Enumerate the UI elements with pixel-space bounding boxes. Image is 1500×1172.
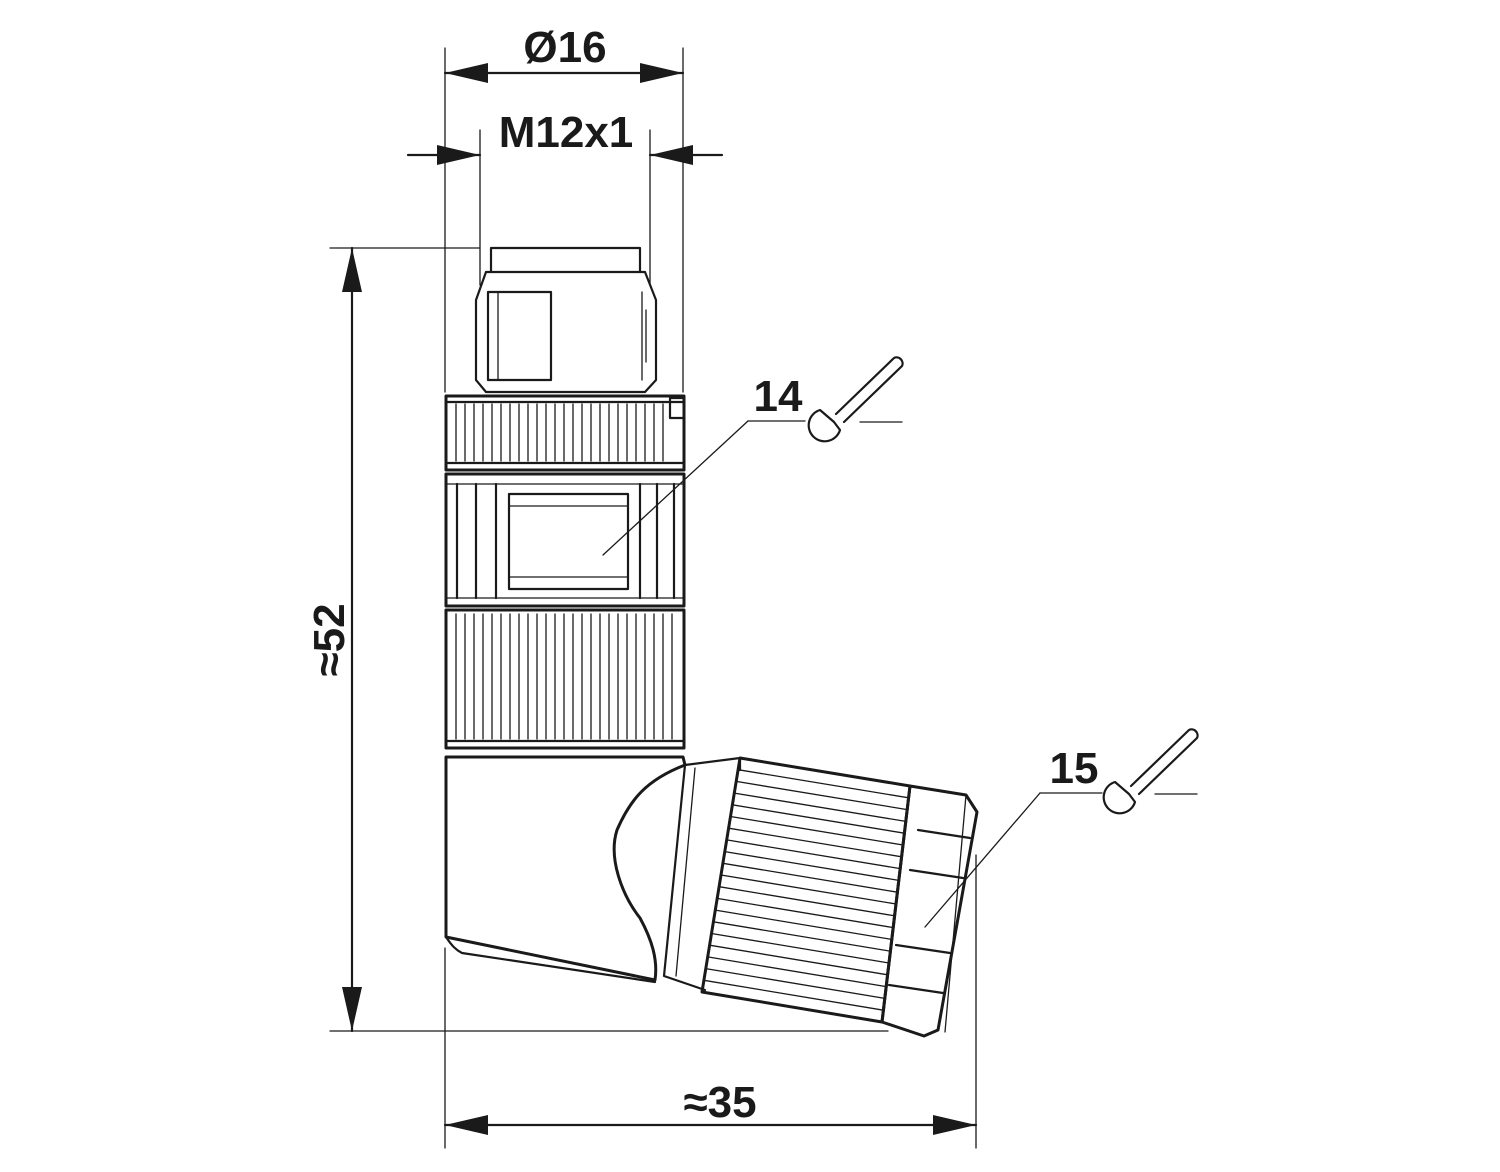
knurl-line xyxy=(726,839,901,870)
cable-gland xyxy=(880,784,979,1038)
knurl-line xyxy=(724,850,900,882)
knurl-line xyxy=(729,815,904,846)
torque-label-lower: 15 xyxy=(1050,744,1099,793)
diameter-dimension: Ø16 xyxy=(443,23,685,393)
torque-label-upper: 14 xyxy=(754,372,803,421)
torque-callout-lower: 15 xyxy=(924,728,1199,928)
knurl-line xyxy=(703,979,885,1011)
thread-label: M12x1 xyxy=(499,108,634,157)
diameter-label: Ø16 xyxy=(523,23,606,72)
knurl-line xyxy=(733,792,907,823)
knurl-line xyxy=(716,897,894,929)
knurl-line xyxy=(705,967,886,1000)
knurl-line xyxy=(737,769,910,799)
knurl-line xyxy=(708,944,889,976)
knurl-line xyxy=(714,909,893,941)
knurl-line xyxy=(707,956,887,988)
knurl-line xyxy=(727,827,903,858)
wrench-icon xyxy=(1102,728,1199,815)
wrench-icon xyxy=(807,356,904,443)
width-label: ≈35 xyxy=(683,1078,756,1127)
upper-knurled-ring xyxy=(444,394,686,472)
knurl-line xyxy=(718,886,896,917)
angled-housing xyxy=(444,755,742,992)
knurl-line xyxy=(722,862,899,893)
connector-nose xyxy=(474,246,658,394)
cable-nut xyxy=(700,756,912,1024)
height-label: ≈52 xyxy=(305,603,354,676)
knurl-line xyxy=(735,780,908,811)
knurl-line xyxy=(720,874,897,905)
knurl-line xyxy=(712,921,892,952)
knurl-line xyxy=(710,932,890,964)
middle-body xyxy=(444,472,686,608)
width-dimension: ≈35 xyxy=(443,854,978,1149)
height-dimension: ≈52 xyxy=(305,246,889,1033)
torque-callout-upper: 14 xyxy=(602,356,904,556)
lower-knurled-ring xyxy=(444,608,686,750)
knurl-line xyxy=(731,804,906,834)
thread-dimension: M12x1 xyxy=(406,108,724,286)
